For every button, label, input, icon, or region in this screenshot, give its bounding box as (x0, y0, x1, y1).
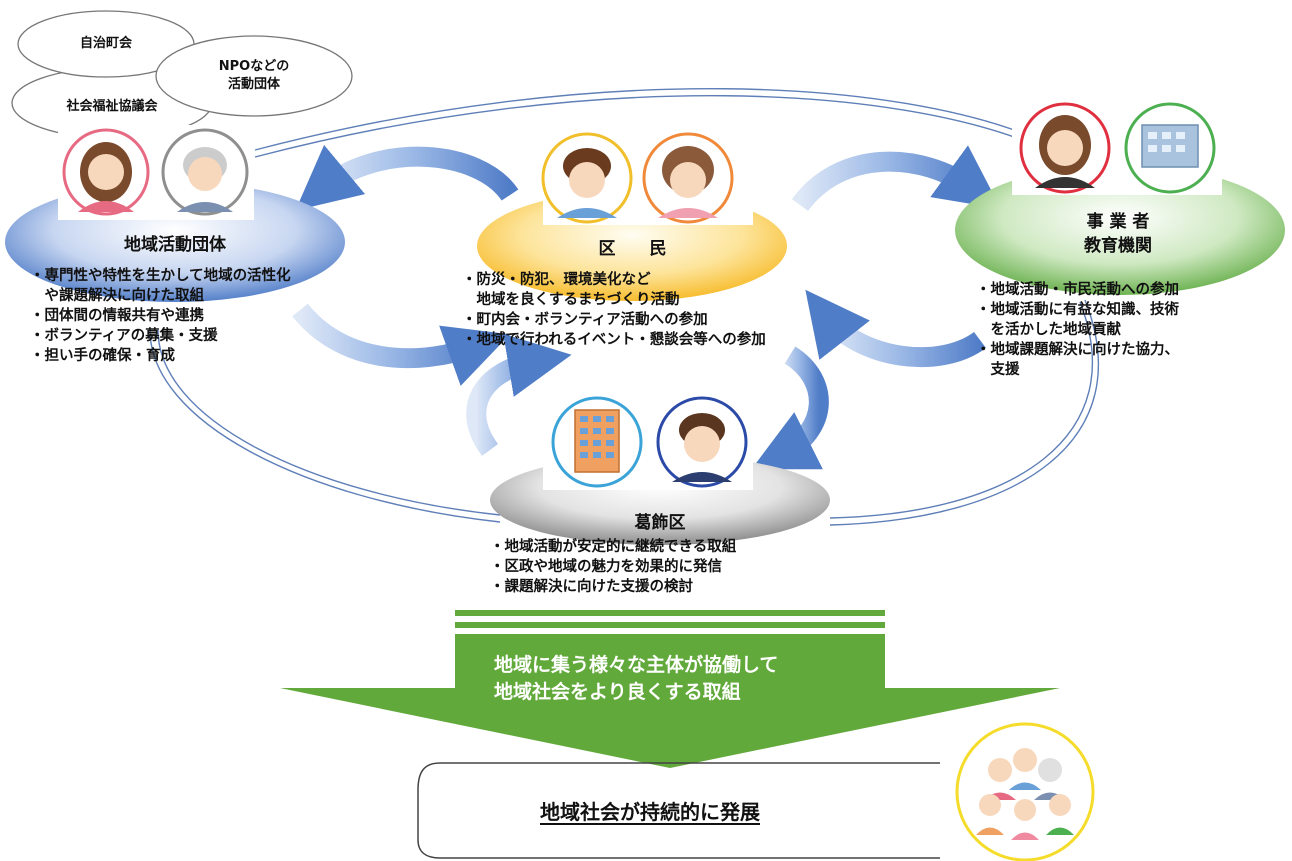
cycle-line (149, 87, 1100, 526)
arrow-text-line-1: 地域に集う様々な主体が協働して (494, 654, 779, 676)
big-down-arrow (280, 610, 1060, 768)
kumin-title: 区 民 (598, 239, 667, 259)
bubble-npo (155, 35, 353, 117)
kumin-bullet-3: ・町内会・ボランティア活動への参加 (462, 312, 708, 328)
katsushika-bullets: ・地域活動が安定的に継続できる取組 ・区政や地域の魅力を効果的に発信 ・課題解決… (490, 537, 736, 597)
chiiki-bullet-3: ・団体間の情報共有や連携 (30, 308, 204, 324)
kumin-bullets: ・防災・防犯、環境美化など 地域を良くするまちづくり活動 ・町内会・ボランティア… (462, 270, 766, 350)
school-building-icon (1124, 102, 1216, 194)
bubble-shakyo-label: 社会福祉協議会 (66, 99, 158, 114)
jigyosha-bullet-2: ・地域活動に有益な知識、技術 (976, 302, 1179, 318)
jigyosha-bullet-4: ・地域課題解決に向けた協力、 (976, 342, 1179, 358)
elderly-woman-avatar-icon (642, 132, 734, 224)
katsushika-bullet-1: ・地域活動が安定的に継続できる取組 (490, 539, 737, 555)
katsushika-bullet-3: ・課題解決に向けた支援の検討 (490, 579, 693, 595)
bubbles (11, 10, 353, 139)
arrow-kumin-to-jigyosha (791, 145, 1001, 212)
arrow-jigyosha-to-kumin (805, 289, 986, 368)
bubble-jichi-label: 自治町会 (79, 36, 132, 51)
jigyosha-title-line-1: 事 業 者 (1086, 212, 1150, 232)
katsushika-bullet-2: ・区政や地域の魅力を効果的に発信 (490, 559, 722, 575)
katsushika-title: 葛飾区 (634, 513, 686, 533)
bubble-npo-line-1: NPOなどの (218, 59, 290, 74)
woman-avatar-icon (62, 128, 150, 216)
arrow-katsushika-to-kumin (466, 333, 572, 456)
chiiki-title: 地域活動団体 (124, 235, 226, 255)
chiiki-bullet-4: ・ボランティアの募集・支援 (30, 328, 218, 344)
outcome-box (417, 762, 940, 859)
outcome-text: 地域社会が持続的に発展 (540, 800, 760, 824)
bubble-npo-line-2: 活動団体 (227, 77, 280, 92)
arrow-kumin-to-katsushika (751, 346, 829, 470)
chiiki-bullets: ・専門性や特性を生かして地域の活性化 や課題解決に向けた取組 ・団体間の情報共有… (30, 266, 291, 366)
jigyosha-title: 事 業 者 教育機関 (1048, 210, 1188, 258)
chiiki-bullet-2: や課題解決に向けた取組 (30, 288, 204, 304)
chiiki-bullet-1: ・専門性や特性を生かして地域の活性化 (30, 268, 291, 284)
arrow-text-line-2: 地域社会をより良くする取組 (494, 681, 741, 703)
man-avatar-icon (541, 132, 633, 224)
jigyosha-bullets: ・地域活動・市民活動への参加 ・地域活動に有益な知識、技術 を活かした地域貢献 … (976, 280, 1179, 380)
official-man-avatar-icon (656, 396, 748, 488)
kumin-bullet-4: ・地域で行われるイベント・懇談会等への参加 (462, 332, 766, 348)
flow-arrows (292, 144, 1001, 470)
kumin-bullet-2: 地域を良くするまちづくり活動 (462, 292, 680, 308)
businesswoman-avatar-icon (1019, 102, 1111, 194)
office-building-icon (551, 396, 643, 488)
jigyosha-bullet-5: 支援 (976, 362, 1020, 378)
ellipse-jigyosha (955, 165, 1285, 295)
avatars (62, 102, 1216, 488)
bubble-npo-label: NPOなどの 活動団体 (199, 58, 309, 94)
arrow-kumin-to-chiiki (295, 144, 519, 211)
jigyosha-bullet-3: を活かした地域貢献 (976, 322, 1121, 338)
jigyosha-bullet-1: ・地域活動・市民活動への参加 (976, 282, 1179, 298)
arrow-text: 地域に集う様々な主体が協働して 地域社会をより良くする取組 (494, 652, 778, 706)
elderly-man-avatar-icon (161, 128, 249, 216)
arrow-chiiki-to-kumin (292, 303, 511, 386)
jigyosha-title-line-2: 教育機関 (1084, 236, 1152, 256)
chiiki-bullet-5: ・担い手の確保・育成 (30, 348, 175, 364)
people-group-icon (955, 722, 1095, 861)
kumin-bullet-1: ・防災・防犯、環境美化など (462, 272, 651, 288)
